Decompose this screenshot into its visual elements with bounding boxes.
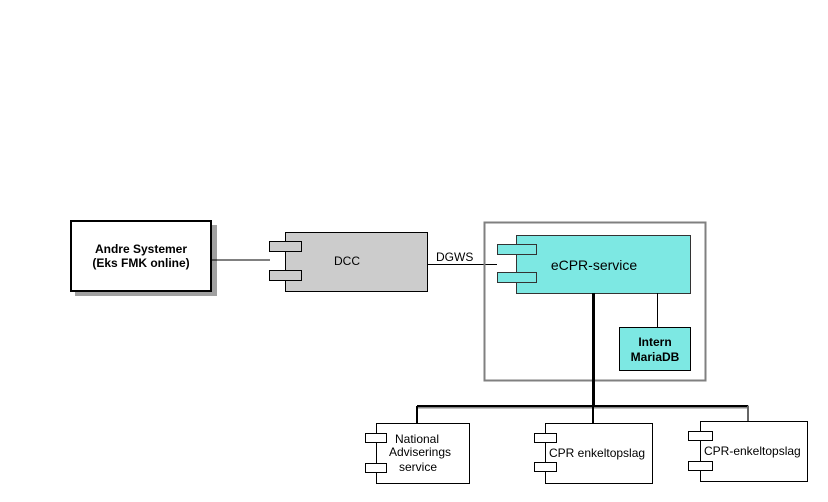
ecpr-port-bottom — [497, 272, 537, 283]
cpr-enkeltopslag-2-body — [700, 421, 808, 482]
national-label-line2: Adviserings — [389, 445, 451, 459]
cpr-enkeltopslag-1-label: CPR enkeltopslag — [549, 446, 645, 460]
ecpr-service-label: eCPR-service — [551, 257, 638, 273]
national-port-bottom — [365, 463, 387, 473]
cpr-enkeltopslag-2-component[interactable]: CPR-enkeltopslag — [688, 421, 808, 482]
ecpr-service-body — [516, 235, 691, 294]
national-label-line1: National — [395, 432, 439, 446]
cpr-2-port-top — [688, 431, 713, 441]
cpr-enkeltopslag-1-body — [545, 423, 653, 484]
cpr-1-port-bottom — [534, 462, 557, 472]
cpr-enkeltopslag-1-component[interactable]: CPR enkeltopslag — [534, 423, 653, 484]
national-label-line3: service — [399, 460, 437, 474]
tree-connectors — [416, 293, 749, 423]
dcc-component[interactable]: DCC — [269, 232, 428, 292]
national-adviserings-component[interactable]: National Adviserings service — [365, 423, 470, 484]
andre-systemer-node[interactable]: Andre Systemer (Eks FMK online) — [70, 220, 217, 296]
ecpr-port-top — [497, 244, 537, 255]
dcc-port-bottom — [269, 270, 302, 281]
dcc-port-top — [269, 241, 302, 252]
cpr-2-port-bottom — [688, 461, 713, 471]
andre-systemer-label-line1: Andre Systemer — [95, 242, 187, 256]
cpr-1-port-top — [534, 433, 557, 443]
ecpr-service-component[interactable]: eCPR-service — [497, 235, 691, 294]
intern-mariadb-node[interactable]: Intern MariaDB — [619, 327, 691, 371]
cpr-enkeltopslag-2-label: CPR-enkeltopslag — [704, 444, 801, 458]
dgws-label: DGWS — [436, 250, 473, 264]
national-adviserings-body — [376, 423, 470, 484]
intern-mariadb-box — [619, 327, 691, 371]
intern-mariadb-label-line1: Intern — [638, 335, 671, 349]
dcc-body — [285, 232, 428, 292]
intern-mariadb-label-line2: MariaDB — [631, 350, 680, 364]
andre-systemer-box — [70, 220, 212, 292]
dcc-label: DCC — [334, 254, 360, 268]
national-port-top — [365, 433, 387, 443]
andre-systemer-label-line2: (Eks FMK online) — [92, 256, 189, 270]
